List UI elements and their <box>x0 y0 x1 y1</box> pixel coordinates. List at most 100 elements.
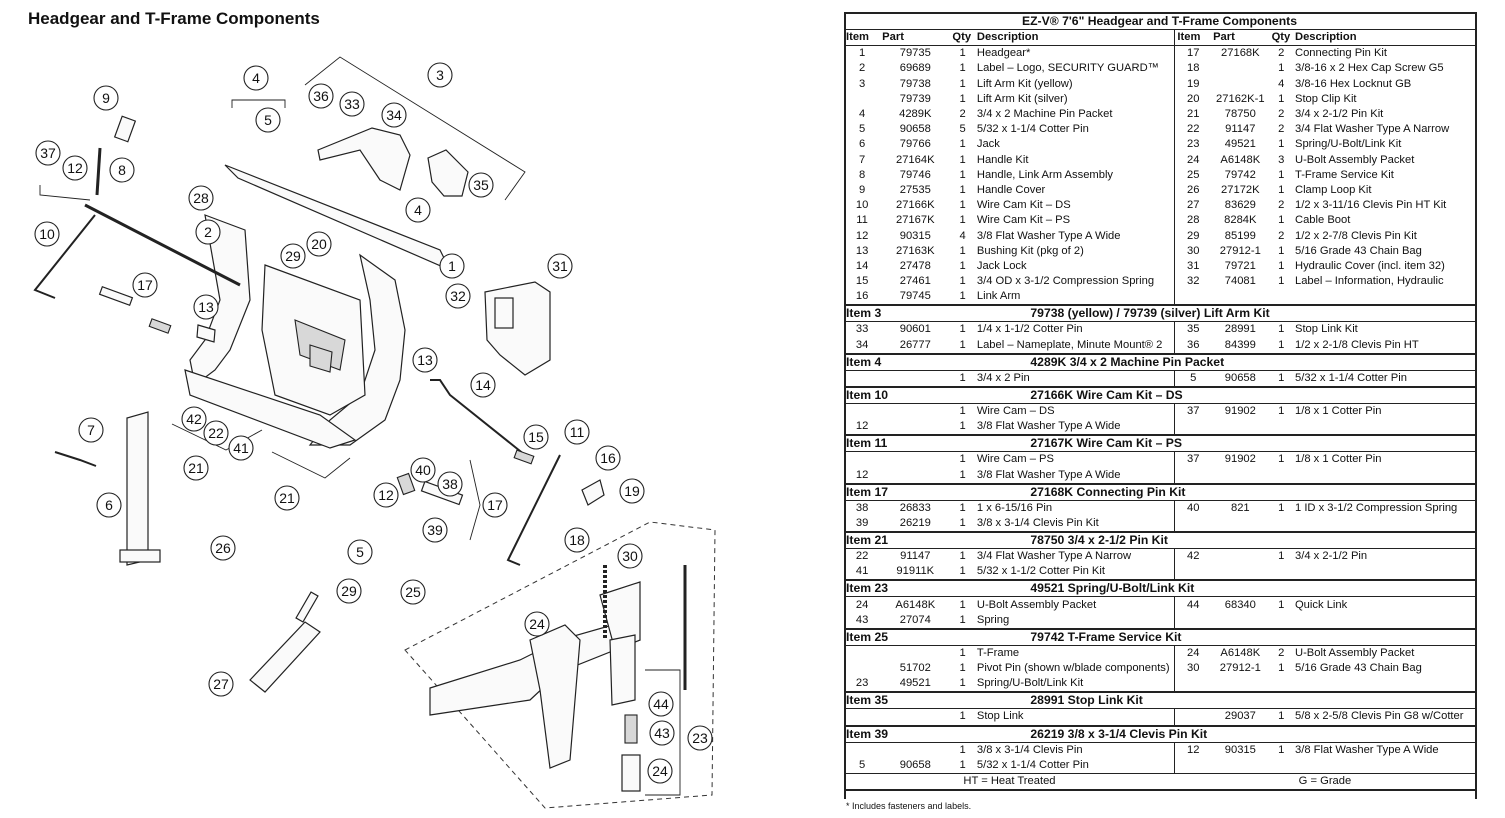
section-title: 26219 3/8 x 3-1/4 Clevis Pin Kit <box>950 724 1475 743</box>
table-cell: 27074 <box>899 613 931 626</box>
svg-text:40: 40 <box>415 462 431 478</box>
table-cell: 9 <box>858 183 866 196</box>
table-cell: 78750 <box>1224 108 1256 121</box>
table-cell: 5/32 x 1-1/4 Cotter Pin <box>1294 371 1407 384</box>
table-cell: 90315 <box>1224 743 1256 756</box>
bracket-10 <box>39 185 91 201</box>
section-title: 49521 Spring/U-Bolt/Link Kit <box>950 579 1475 598</box>
table-cell: 4289K <box>899 108 932 121</box>
table-cell <box>1211 77 1270 92</box>
callout-41: 41 <box>228 435 254 461</box>
table-cell: 5/8 x 2-5/8 Clevis Pin G8 w/Cotter <box>1294 710 1464 723</box>
svg-text:26: 26 <box>215 540 231 556</box>
callout-30: 30 <box>617 543 643 569</box>
callout-13: 13 <box>412 347 438 373</box>
table-cell: 44 <box>1174 596 1212 613</box>
table-cell <box>880 709 950 726</box>
table-cell: 12 <box>855 468 869 481</box>
table-cell <box>880 370 950 387</box>
table-title: EZ-V® 7'6" Headgear and T-Frame Componen… <box>844 12 1475 30</box>
table-cell: 31 <box>1174 258 1212 274</box>
table-cell: 74081 <box>1224 275 1256 288</box>
table-cell <box>844 709 880 726</box>
table-cell <box>1211 468 1270 484</box>
connecting-pin-17 <box>98 285 134 307</box>
table-cell: 1 <box>959 77 966 90</box>
table-cell: 4 <box>1278 77 1285 90</box>
svg-text:33: 33 <box>344 96 360 112</box>
section-item-label: Item 39 <box>844 724 951 743</box>
table-cell <box>1174 757 1212 774</box>
section-title: 27166K Wire Cam Kit – DS <box>950 385 1475 404</box>
stop-link <box>427 149 469 197</box>
table-cell: 1 <box>959 153 966 166</box>
table-cell: 16 <box>855 290 869 303</box>
hydraulic-cylinder <box>249 621 321 693</box>
table-cell: 27163K <box>895 244 935 257</box>
svg-text:8: 8 <box>118 162 126 178</box>
callout-5: 5 <box>347 539 373 565</box>
parts-table: EZ-V® 7'6" Headgear and T-Frame Componen… <box>844 12 1475 792</box>
table-cell: T-Frame Service Kit <box>1294 168 1394 181</box>
table-cell: 22 <box>855 550 869 563</box>
table-cell: U-Bolt Assembly Packet <box>1294 153 1415 166</box>
callout-6: 6 <box>96 492 122 518</box>
table-cell: 35 <box>1174 321 1212 338</box>
table-cell: 84399 <box>1224 338 1256 351</box>
table-cell: 79746 <box>899 168 931 181</box>
section-item-label: Item 10 <box>844 385 951 404</box>
table-cell: Pivot Pin (shown w/blade components) <box>976 662 1170 675</box>
table-cell: 42 <box>1174 548 1212 565</box>
column-header: Description <box>974 29 1175 47</box>
table-cell <box>844 92 880 107</box>
table-cell: 5 <box>858 123 866 136</box>
table-cell: 3/4 x 2-1/2 Pin Kit <box>1294 108 1384 121</box>
table-cell: 1 <box>959 371 966 384</box>
table-cell: 3/4 x 2 Machine Pin Packet <box>976 108 1113 121</box>
table-cell: 3/8 Flat Washer Type A Wide <box>976 229 1121 242</box>
table-cell: 27535 <box>899 183 931 196</box>
link-arm <box>581 479 605 506</box>
table-cell: 79742 <box>1224 168 1256 181</box>
table-cell <box>1211 419 1270 435</box>
table-cell: Spring/U-Bolt/Link Kit <box>976 677 1084 690</box>
table-cell: 1 <box>959 550 966 563</box>
table-cell: 27 <box>1174 198 1212 214</box>
callout-1: 1 <box>439 253 465 279</box>
table-cell: 43 <box>855 613 869 626</box>
spring-15 <box>148 318 172 334</box>
table-cell <box>844 645 880 661</box>
table-cell: 3/8 x 3-1/4 Clevis Pin Kit <box>976 516 1099 529</box>
table-cell: 1/2 x 3-11/16 Clevis Pin HT Kit <box>1294 199 1447 212</box>
svg-text:36: 36 <box>313 88 329 104</box>
table-cell: Spring/U-Bolt/Link Kit <box>1294 138 1402 151</box>
table-cell: 20 <box>1174 91 1212 107</box>
jack <box>126 411 149 566</box>
callout-8: 8 <box>109 157 135 183</box>
svg-text:43: 43 <box>654 725 670 741</box>
table-cell: 24 <box>1174 152 1212 168</box>
u-bolt-assembly <box>621 754 641 792</box>
section-title: 79738 (yellow) / 79739 (silver) Lift Arm… <box>950 304 1475 323</box>
table-cell <box>1293 758 1475 774</box>
callout-27: 27 <box>208 671 234 697</box>
table-cell: Handle, Link Arm Assembly <box>976 168 1114 181</box>
table-cell: 27164K <box>895 153 935 166</box>
callout-21: 21 <box>183 455 209 481</box>
table-cell: 3/8 x 3-1/4 Clevis Pin <box>976 743 1083 756</box>
table-cell <box>1270 613 1293 629</box>
table-cell: 1 <box>1278 183 1285 196</box>
table-cell: U-Bolt Assembly Packet <box>1294 646 1415 659</box>
table-cell: 91911K <box>896 565 935 578</box>
